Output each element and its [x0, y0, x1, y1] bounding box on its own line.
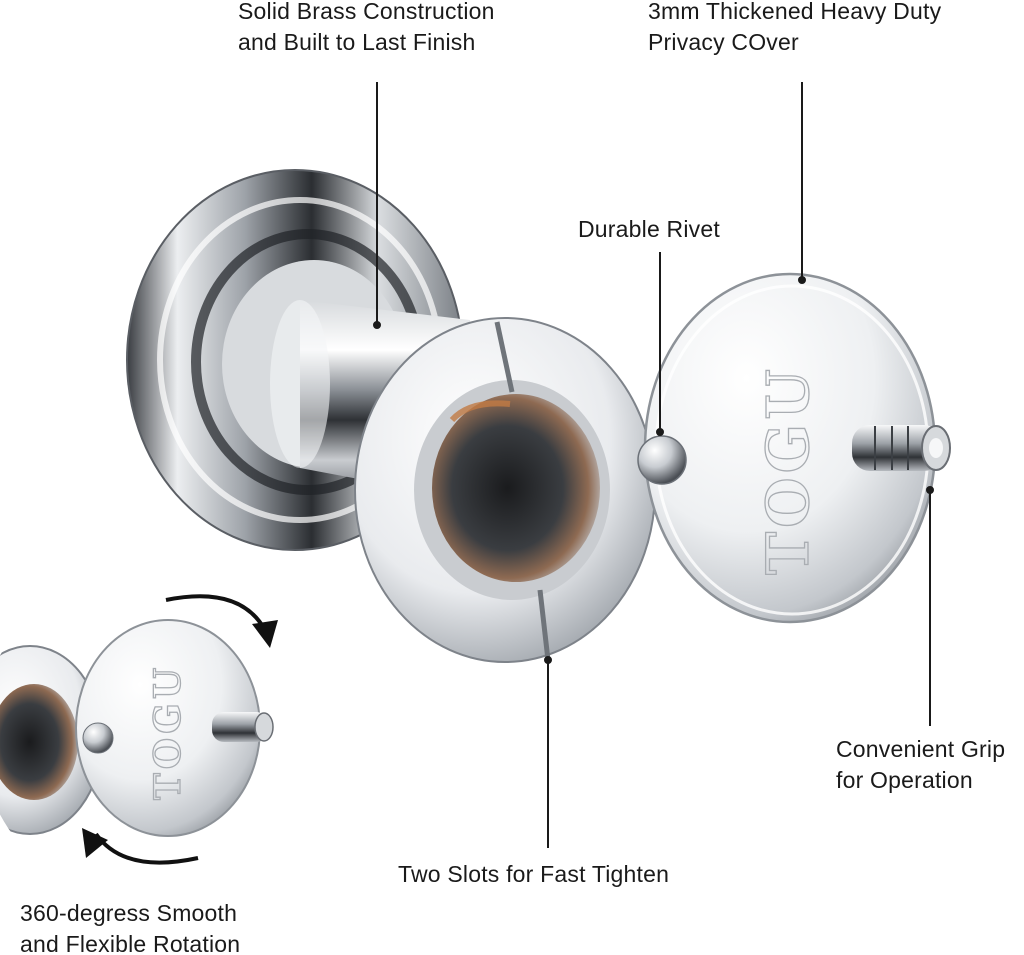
- rivet: [637, 435, 687, 485]
- main-door-viewer: TOGU: [126, 169, 951, 663]
- callout-privacy-cover: 3mm Thickened Heavy Duty Privacy COver: [648, 0, 941, 58]
- rotation-inset: TOGU: [0, 567, 316, 903]
- callout-rotation-line1: 360-degress Smooth: [20, 900, 238, 926]
- callout-rotation: 360-degress Smooth and Flexible Rotation: [20, 898, 240, 955]
- tighten-slot-top: [494, 321, 515, 393]
- callout-brass-line1: Solid Brass Construction: [238, 0, 495, 24]
- eyepiece-bore: [432, 394, 600, 582]
- callout-brass-construction: Solid Brass Construction and Built to La…: [238, 0, 495, 58]
- rotation-arrowhead-top: [252, 620, 278, 648]
- callout-grip-line1: Convenient Grip: [836, 736, 1006, 762]
- callout-two-slots: Two Slots for Fast Tighten: [398, 859, 669, 890]
- callout-cover-line2: Privacy COver: [648, 29, 799, 55]
- rotation-arrowhead-bottom: [82, 828, 108, 858]
- callout-durable-rivet: Durable Rivet: [578, 214, 720, 245]
- rotation-arrow-top: [165, 594, 267, 631]
- tighten-slot-bottom: [537, 589, 551, 661]
- callout-convenient-grip: Convenient Grip for Operation: [836, 734, 1005, 796]
- callout-rivet-line1: Durable Rivet: [578, 216, 720, 242]
- grip-knob: [852, 425, 951, 471]
- callout-cover-line1: 3mm Thickened Heavy Duty: [648, 0, 942, 24]
- callout-leader-lines: [373, 82, 934, 848]
- callout-brass-line2: and Built to Last Finish: [238, 29, 476, 55]
- svg-text:TOGU: TOGU: [147, 664, 189, 800]
- brand-engraving: TOGU: [754, 365, 822, 575]
- callout-slots-line1: Two Slots for Fast Tighten: [398, 861, 670, 887]
- callout-grip-line2: for Operation: [836, 767, 973, 793]
- callout-rotation-line2: and Flexible Rotation: [20, 931, 241, 955]
